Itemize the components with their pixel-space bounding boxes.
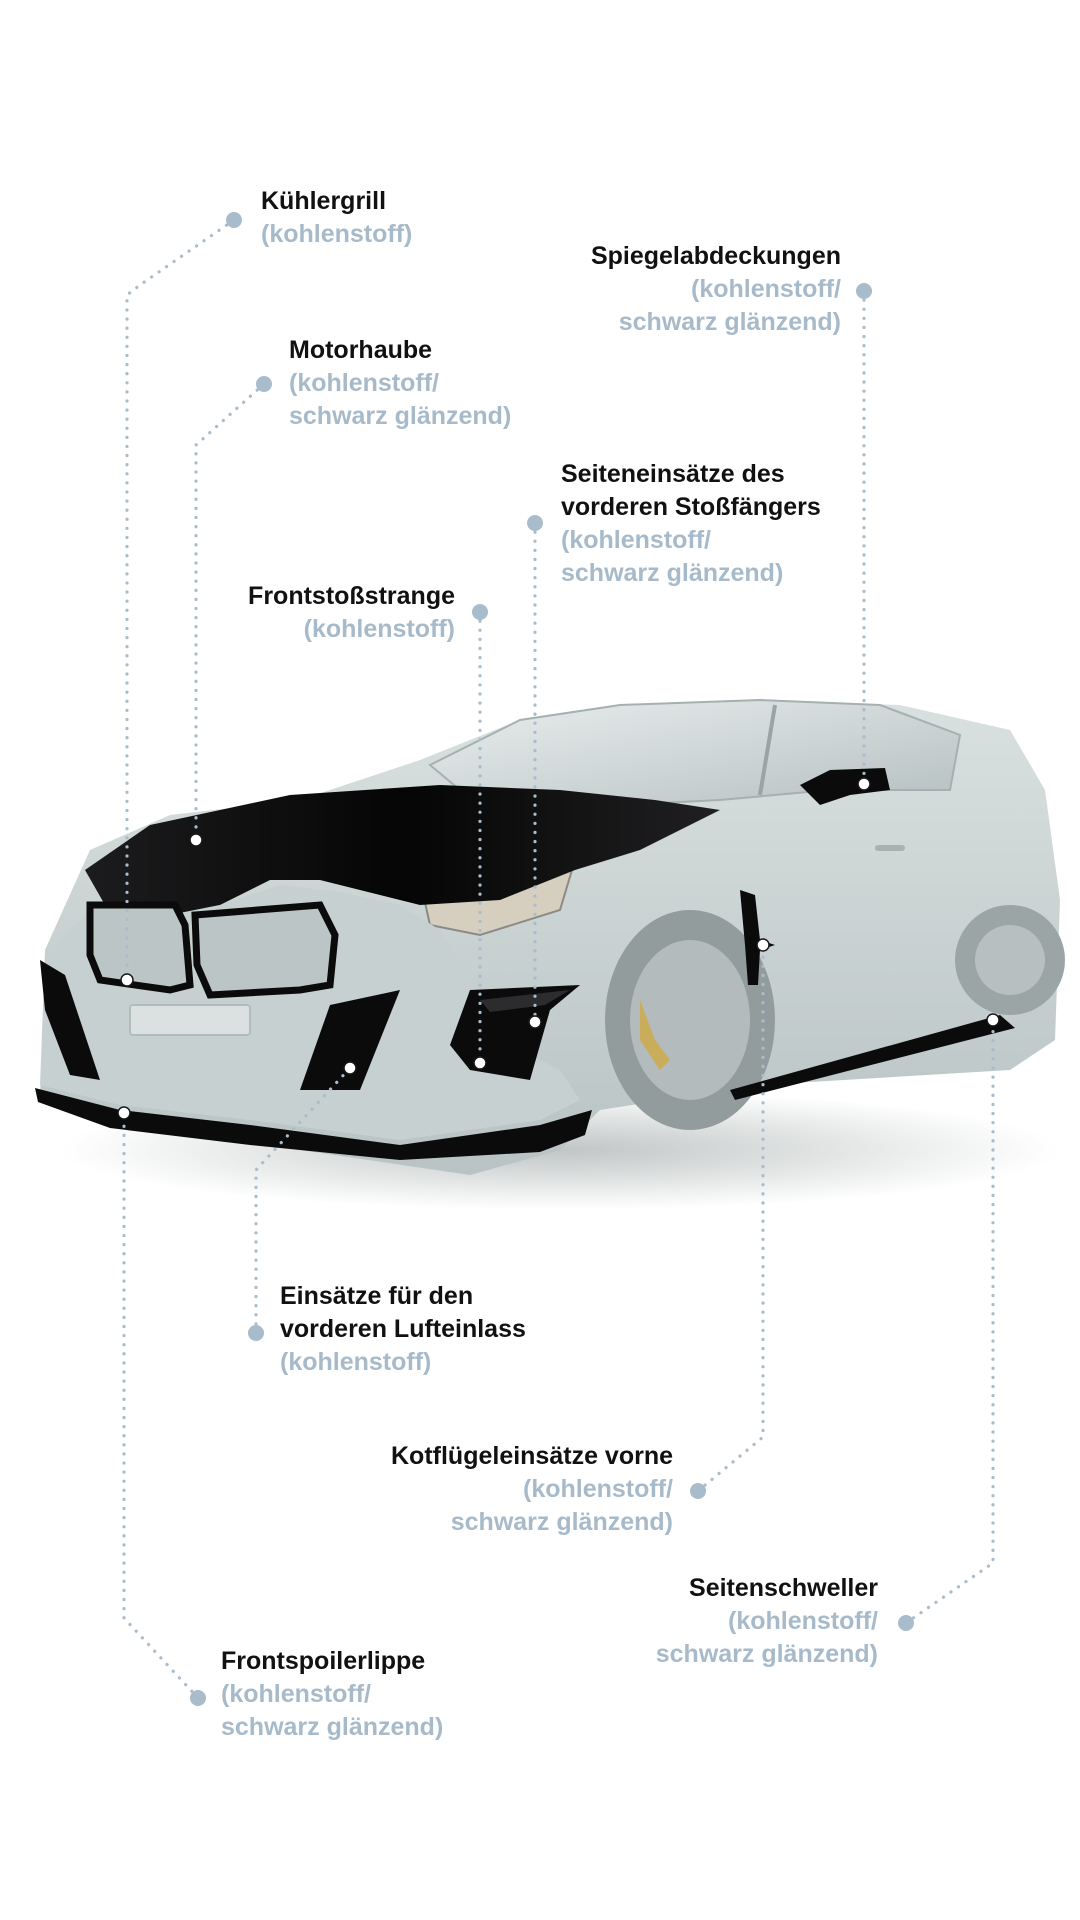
anchor-point-kotfluegel bbox=[756, 938, 770, 952]
callout-title: vorderen Stoßfängers bbox=[561, 493, 821, 521]
callout-title: Frontspoilerlippe bbox=[221, 1647, 426, 1675]
anchor-point-lufteinlass bbox=[343, 1061, 357, 1075]
callout-subtitle: (kohlenstoff/ bbox=[523, 1475, 673, 1503]
callout-title: Seiteneinsätze des bbox=[561, 460, 785, 488]
callout-title: Frontstoßstrange bbox=[248, 582, 455, 610]
front-wheel-rim bbox=[630, 940, 750, 1100]
callout-subtitle: (kohlenstoff/ bbox=[289, 369, 439, 397]
callout-spiegelabdeckungen: Spiegelabdeckungen (kohlenstoff/ schwarz… bbox=[591, 240, 841, 339]
leader-dot-seiteneinsaetze bbox=[527, 515, 543, 531]
leader-line-motorhaube bbox=[194, 382, 266, 842]
leader-dot-frontspoilerlippe bbox=[190, 1690, 206, 1706]
license-plate bbox=[129, 1004, 251, 1036]
anchor-point-motorhaube bbox=[189, 833, 203, 847]
callout-subtitle: schwarz glänzend) bbox=[289, 402, 512, 430]
fender-insert bbox=[740, 890, 775, 985]
callout-subtitle: (kohlenstoff/ bbox=[221, 1680, 371, 1708]
door-handle bbox=[875, 845, 905, 851]
center-intake bbox=[300, 990, 400, 1090]
leader-line-seitenschweller bbox=[904, 1018, 995, 1625]
callout-subtitle: schwarz glänzend) bbox=[655, 1640, 878, 1668]
hood-part bbox=[85, 785, 720, 915]
callout-subtitle: (kohlenstoff) bbox=[261, 220, 413, 248]
leader-dot-spiegelabdeckungen bbox=[856, 283, 872, 299]
anchor-point-frontstossstrange bbox=[473, 1056, 487, 1070]
leader-line-kotfluegel bbox=[696, 943, 765, 1493]
callout-title: Seitenschweller bbox=[689, 1574, 878, 1602]
rear-wheel-rim bbox=[975, 925, 1045, 995]
brake-caliper bbox=[640, 1000, 670, 1070]
leader-dot-motorhaube bbox=[256, 376, 272, 392]
mirror-cap bbox=[800, 768, 890, 805]
callout-subtitle: (kohlenstoff/ bbox=[728, 1607, 878, 1635]
right-intake bbox=[450, 985, 580, 1080]
callout-subtitle: schwarz glänzend) bbox=[221, 1713, 444, 1741]
b-pillar bbox=[758, 704, 777, 796]
callout-lufteinlass: Einsätze für den vorderen Lufteinlass (k… bbox=[280, 1280, 526, 1379]
left-intake bbox=[40, 960, 100, 1080]
callout-subtitle: schwarz glänzend) bbox=[561, 559, 784, 587]
intake-blade bbox=[480, 990, 570, 1012]
leader-dot-kotfluegel bbox=[690, 1483, 706, 1499]
leader-dot-seitenschweller bbox=[898, 1615, 914, 1631]
callout-subtitle: schwarz glänzend) bbox=[618, 308, 841, 336]
leader-lines bbox=[117, 212, 1000, 1706]
callout-title: Kotflügeleinsätze vorne bbox=[391, 1442, 673, 1470]
leader-line-frontspoilerlippe bbox=[122, 1111, 200, 1700]
callout-subtitle: (kohlenstoff/ bbox=[691, 275, 841, 303]
leader-dot-kuehlergrill bbox=[226, 212, 242, 228]
callout-title: Kühlergrill bbox=[261, 187, 387, 215]
callout-frontstossstrange: Frontstoßstrange (kohlenstoff) bbox=[248, 580, 455, 646]
callout-kuehlergrill: Kühlergrill (kohlenstoff) bbox=[261, 185, 412, 251]
callout-seitenschweller: Seitenschweller (kohlenstoff/ schwarz gl… bbox=[656, 1572, 878, 1671]
callout-frontspoilerlippe: Frontspoilerlippe (kohlenstoff/ schwarz … bbox=[221, 1645, 443, 1744]
anchor-point-frontspoilerlippe bbox=[117, 1106, 131, 1120]
callout-title: Einsätze für den bbox=[280, 1282, 474, 1310]
front-lip bbox=[35, 1088, 592, 1160]
anchor-point-spiegelabdeckungen bbox=[857, 777, 871, 791]
callout-subtitle: (kohlenstoff) bbox=[303, 615, 455, 643]
leader-dot-lufteinlass bbox=[248, 1325, 264, 1341]
leader-line-kuehlergrill bbox=[125, 218, 236, 982]
callout-kotfluegel: Kotflügeleinsätze vorne (kohlenstoff/ sc… bbox=[391, 1440, 673, 1539]
callout-subtitle: (kohlenstoff/ bbox=[561, 526, 711, 554]
grille-left bbox=[86, 901, 194, 994]
callout-title: vorderen Lufteinlass bbox=[280, 1315, 526, 1343]
leader-dot-frontstossstrange bbox=[472, 604, 488, 620]
callout-title: Motorhaube bbox=[289, 336, 433, 364]
callout-seiteneinsaetze: Seiteneinsätze des vorderen Stoßfängers … bbox=[561, 458, 821, 590]
callout-subtitle: (kohlenstoff) bbox=[280, 1348, 432, 1376]
leader-line-lufteinlass bbox=[254, 1066, 352, 1335]
anchor-point-kuehlergrill bbox=[120, 973, 134, 987]
callout-motorhaube: Motorhaube (kohlenstoff/ schwarz glänzen… bbox=[289, 334, 511, 433]
anchor-point-seitenschweller bbox=[986, 1013, 1000, 1027]
callout-subtitle: schwarz glänzend) bbox=[450, 1508, 673, 1536]
side-skirt bbox=[730, 1015, 1015, 1100]
callout-title: Spiegelabdeckungen bbox=[590, 242, 841, 270]
grille-right bbox=[191, 901, 339, 999]
anchor-point-seiteneinsaetze bbox=[528, 1015, 542, 1029]
